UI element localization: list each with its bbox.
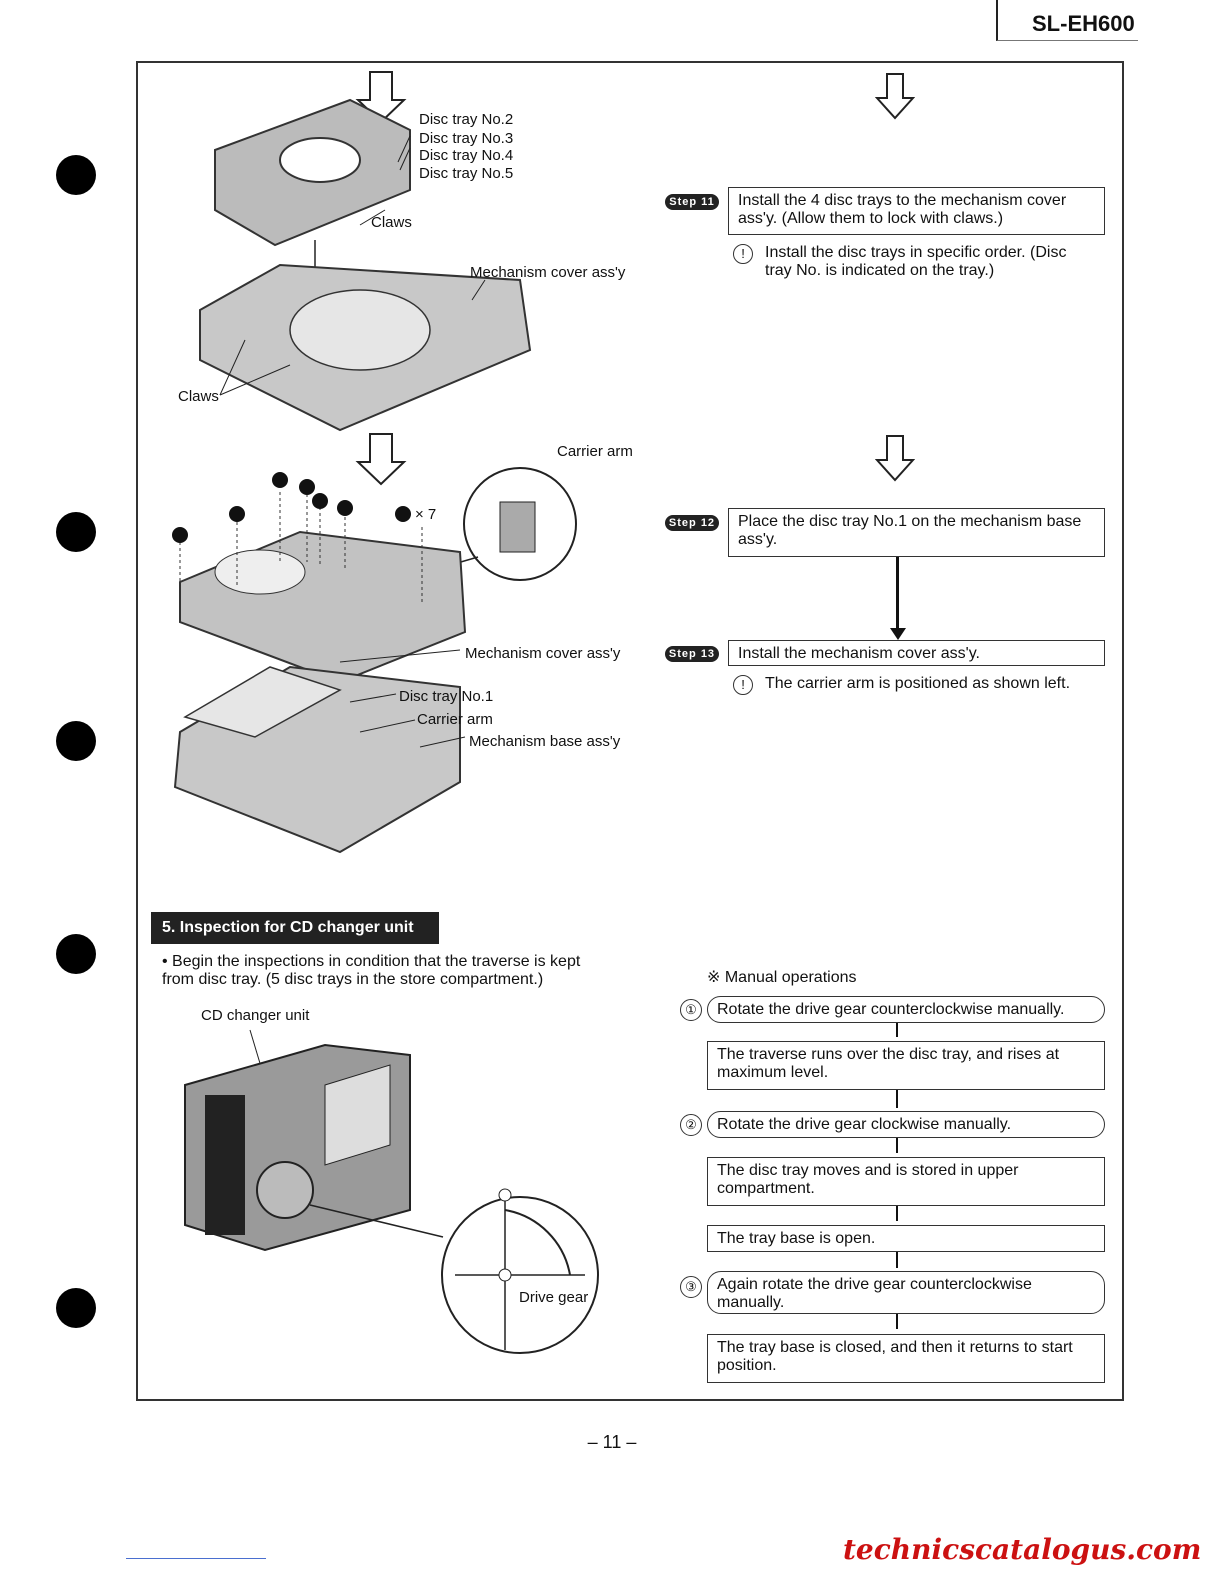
- flow-connector: [896, 1023, 898, 1037]
- carrier-arm-detail-label: Carrier arm: [557, 443, 633, 460]
- manual-result-1: The traverse runs over the disc tray, an…: [707, 1041, 1105, 1090]
- mechanism-cover-label: Mechanism cover ass'y: [465, 645, 620, 662]
- section-heading: 5. Inspection for CD changer unit: [151, 912, 439, 944]
- step-12-box: Place the disc tray No.1 on the mechanis…: [728, 508, 1105, 557]
- manual-step-1: Rotate the drive gear counterclockwise m…: [707, 996, 1105, 1023]
- manual-result-2: The disc tray moves and is stored in upp…: [707, 1157, 1105, 1206]
- flow-connector: [896, 1090, 898, 1108]
- flow-connector: [896, 1206, 898, 1221]
- warning-circle-icon: !: [733, 244, 753, 264]
- cd-changer-label: CD changer unit: [201, 1007, 309, 1024]
- carrier-arm-label: Carrier arm: [417, 711, 493, 728]
- disc-tray-no2-label: Disc tray No.2: [419, 111, 513, 128]
- binder-hole: [56, 721, 96, 761]
- brand-watermark[interactable]: technicscatalogus.com: [843, 1533, 1201, 1566]
- warning-circle-icon: !: [733, 675, 753, 695]
- binder-hole: [56, 1288, 96, 1328]
- step-13-box: Install the mechanism cover ass'y.: [728, 640, 1105, 666]
- manual-ops-heading: ※ Manual operations: [707, 969, 857, 987]
- step-13-note: The carrier arm is positioned as shown l…: [765, 675, 1070, 693]
- flow-connector: [896, 557, 899, 633]
- mechanism-cover-label: Mechanism cover ass'y: [470, 264, 625, 281]
- step-12-tag: Step 12: [665, 515, 719, 531]
- flow-connector: [896, 1138, 898, 1153]
- step-11-tag: Step 11: [665, 194, 719, 210]
- step-11-box: Install the 4 disc trays to the mechanis…: [728, 187, 1105, 235]
- section-bullet: • Begin the inspections in condition tha…: [162, 953, 612, 989]
- step-number-3: ③: [680, 1276, 702, 1298]
- binder-hole: [56, 512, 96, 552]
- model-number: SL-EH600: [1032, 11, 1135, 37]
- flow-connector: [896, 1314, 898, 1329]
- binder-hole: [56, 934, 96, 974]
- binder-hole: [56, 155, 96, 195]
- screw-count-label: a× 7: [415, 506, 436, 523]
- manual-step-3: Again rotate the drive gear counterclock…: [707, 1271, 1105, 1314]
- claws-label: Claws: [178, 388, 219, 405]
- down-arrow-icon: [875, 72, 915, 122]
- step-11-note: Install the disc trays in specific order…: [765, 244, 1085, 280]
- step-number-1: ①: [680, 999, 702, 1021]
- page-number: – 11 –: [0, 1432, 1224, 1453]
- down-arrow-icon: [358, 434, 404, 484]
- arrow-head-icon: [890, 628, 906, 640]
- divider: [126, 1558, 266, 1559]
- mechanism-base-label: Mechanism base ass'y: [469, 733, 620, 750]
- step-number-2: ②: [680, 1114, 702, 1136]
- disc-tray-no5-label: Disc tray No.5: [419, 165, 513, 182]
- disc-tray-no3-label: Disc tray No.3: [419, 130, 513, 147]
- manual-result-3: The tray base is open.: [707, 1225, 1105, 1252]
- down-arrow-icon: [875, 434, 915, 484]
- model-header: SL-EH600: [996, 0, 1138, 41]
- flow-connector: [896, 1252, 898, 1268]
- disc-tray-no4-label: Disc tray No.4: [419, 147, 513, 164]
- claws-label: Claws: [371, 214, 412, 231]
- manual-step-2: Rotate the drive gear clockwise manually…: [707, 1111, 1105, 1138]
- manual-result-4: The tray base is closed, and then it ret…: [707, 1334, 1105, 1383]
- disc-tray-no1-label: Disc tray No.1: [399, 688, 493, 705]
- drive-gear-label: Drive gear: [519, 1290, 588, 1306]
- disc-tray-assembly-illustration: [160, 70, 640, 440]
- step-13-tag: Step 13: [665, 646, 719, 662]
